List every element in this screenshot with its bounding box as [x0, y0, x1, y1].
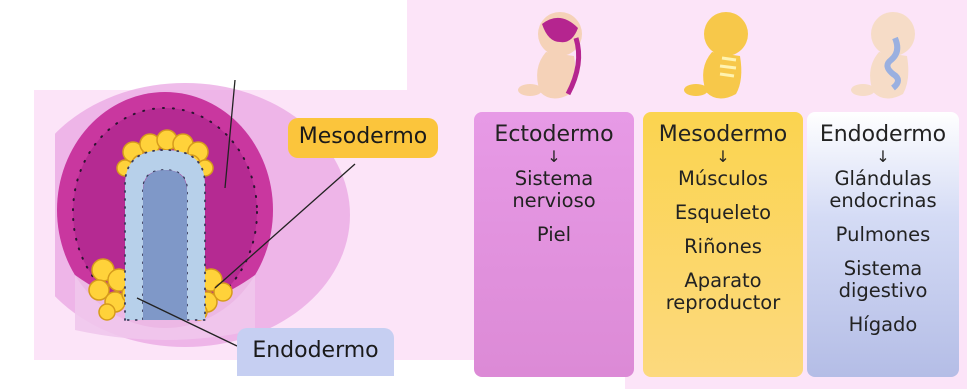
column-title: Mesodermo [658, 122, 788, 147]
leader-line-top [224, 80, 236, 189]
column-title: Ectodermo [494, 122, 614, 147]
list-item: Piel [536, 223, 572, 246]
list-item: Sistema nervioso [512, 167, 596, 212]
down-arrow-icon: ↓ [876, 147, 890, 166]
list-item: Músculos [678, 167, 768, 190]
fetus-digestive-system-icon [851, 12, 915, 99]
down-arrow-icon: ↓ [547, 147, 561, 166]
leader-line-mesodermo [214, 163, 356, 289]
down-arrow-icon: ↓ [716, 147, 730, 166]
column-endodermo: Endodermo ↓ Glándulas endocrinas Pulmone… [807, 112, 959, 377]
list-item: Hígado [848, 313, 918, 336]
column-ectodermo: Ectodermo ↓ Sistema nervioso Piel [474, 112, 634, 377]
list-item: Esqueleto [674, 201, 772, 224]
column-mesodermo: Mesodermo ↓ Músculos Esqueleto Riñones A… [643, 112, 803, 377]
fetus-nervous-system-icon [518, 12, 582, 99]
list-item: Glándulas endocrinas [829, 167, 937, 212]
leader-line-endodermo [136, 297, 238, 347]
embryo-cross-section-illustration [55, 80, 356, 347]
label-mesodermo: Mesodermo [288, 118, 438, 158]
endoderm-layer [124, 149, 206, 321]
list-item: Riñones [684, 235, 762, 258]
column-title: Endodermo [819, 122, 947, 147]
list-item: Aparato reproductor [665, 269, 781, 314]
fetus-skeleton-icon [684, 12, 748, 99]
neural-tube-channel [143, 170, 187, 320]
label-endodermo: Endodermo [237, 328, 394, 376]
list-item: Sistema digestivo [838, 257, 928, 302]
list-item: Pulmones [835, 223, 931, 246]
